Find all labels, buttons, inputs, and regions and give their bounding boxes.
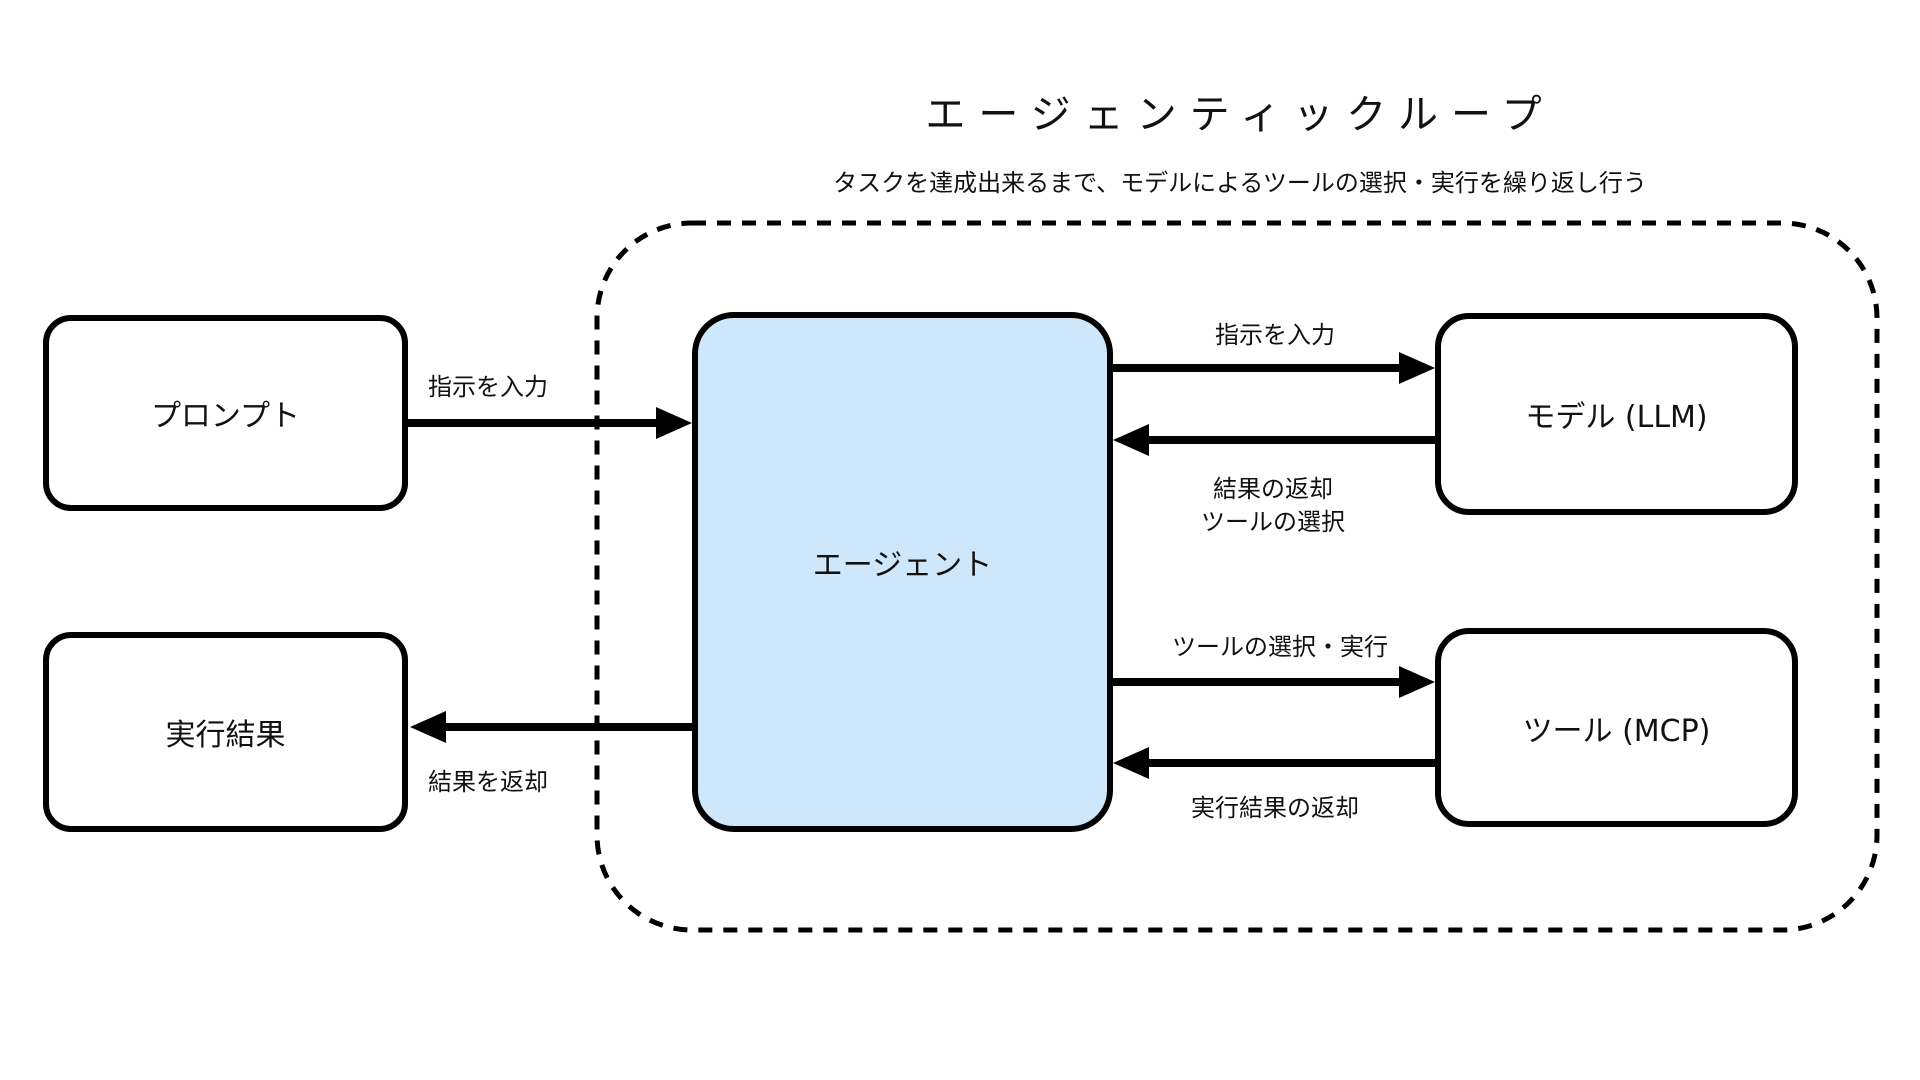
node-agent: エージェント [692, 312, 1113, 832]
node-execution-result: 実行結果 [43, 632, 408, 832]
loop-boundary-dashed-border [594, 220, 1880, 933]
node-model-llm-label: モデル (LLM) [1525, 400, 1708, 435]
node-agent-label: エージェント [812, 548, 993, 583]
arrow-model-to-agent [1113, 424, 1435, 456]
node-prompt: プロンプト [43, 315, 408, 511]
edge-label-agent-to-model: 指示を入力 [1215, 321, 1335, 349]
edge-label-agent-to-result: 結果を返却 [428, 768, 548, 796]
diagram-title: エージェンティックループ [925, 92, 1555, 138]
edge-label-model-to-agent: 結果の返却 ツールの選択 [1201, 473, 1345, 539]
arrow-tool-to-agent [1113, 747, 1435, 779]
arrow-agent-to-result [410, 711, 692, 743]
edge-label-prompt-to-agent: 指示を入力 [428, 373, 548, 401]
arrow-agent-to-model [1113, 352, 1435, 384]
node-tool-mcp: ツール (MCP) [1435, 628, 1798, 827]
edge-label-tool-to-agent: 実行結果の返却 [1191, 794, 1359, 822]
node-model-llm: モデル (LLM) [1435, 313, 1798, 515]
edge-label-model-to-agent-line1: 結果の返却 [1213, 475, 1333, 503]
node-execution-result-label: 実行結果 [165, 718, 286, 753]
edge-label-model-to-agent-line2: ツールの選択 [1201, 508, 1345, 536]
diagram-subtitle: タスクを達成出来るまで、モデルによるツールの選択・実行を繰り返し行う [833, 169, 1647, 197]
arrow-prompt-to-agent [408, 407, 692, 439]
node-tool-mcp-label: ツール (MCP) [1522, 713, 1711, 749]
node-prompt-label: プロンプト [150, 399, 301, 434]
arrow-agent-to-tool [1113, 666, 1435, 698]
edge-label-agent-to-tool: ツールの選択・実行 [1172, 633, 1388, 661]
